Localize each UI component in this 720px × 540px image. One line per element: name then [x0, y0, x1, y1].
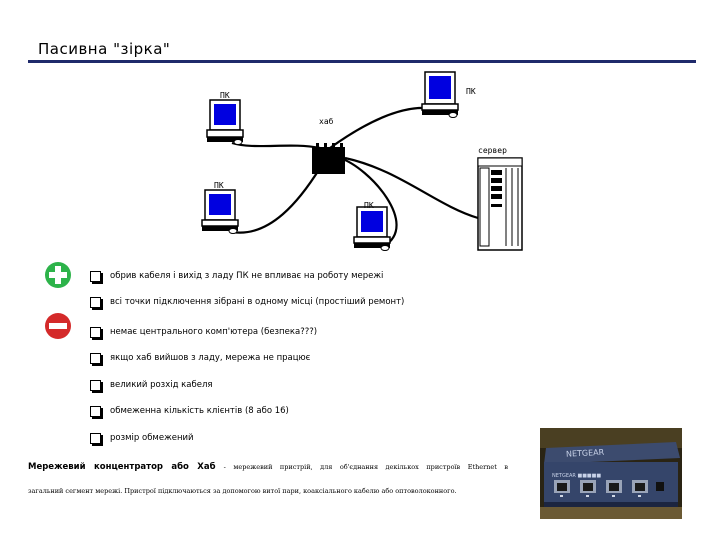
definition-text: - мережевий пристрій, для об'єднання дек…	[223, 463, 509, 471]
checkbox-icon	[90, 379, 101, 391]
pc-label: ПК	[364, 201, 374, 210]
computer-icon	[201, 189, 239, 234]
list-item: немає центрального комп'ютера (безпека??…	[90, 325, 317, 339]
computer-icon	[206, 99, 244, 145]
list-item: всі точки підключення зібрані в одному м…	[90, 295, 404, 309]
hub-photo: NETGEAR NETGEAR ■■■■■	[540, 428, 682, 519]
pc-label: ПК	[214, 181, 224, 190]
plus-icon	[45, 262, 71, 288]
cable-server	[344, 156, 479, 220]
list-item: великий розхід кабеля	[90, 378, 213, 392]
hub-definition: Мережевий концентратор або Хаб - мережев…	[28, 462, 508, 472]
computer-icon	[421, 71, 459, 118]
photo-device-label: NETGEAR ■■■■■	[552, 473, 601, 479]
pc-label: ПК	[466, 87, 476, 96]
cable-bottom-left	[231, 167, 321, 234]
cable-bottom-mid	[339, 156, 398, 247]
computer-icon	[353, 206, 391, 251]
list-item: обрив кабеля і вихід з ладу ПК не вплива…	[90, 269, 383, 283]
checkbox-icon	[90, 352, 101, 364]
cable-top-left	[231, 141, 321, 150]
definition-term: Мережевий концентратор або Хаб	[28, 462, 216, 472]
hub-icon	[312, 143, 345, 174]
definition-continuation: загальний сегмент мережі. Пристрої підкл…	[28, 487, 457, 495]
checkbox-icon	[90, 296, 101, 308]
pc-label: ПК	[220, 91, 230, 100]
server-icon	[477, 157, 523, 251]
photo-brand: NETGEAR	[566, 448, 605, 459]
title-divider	[28, 60, 696, 63]
checkbox-icon	[90, 432, 101, 444]
hub-label: хаб	[319, 117, 334, 126]
list-item: якщо хаб вийшов з ладу, мережа не працює	[90, 351, 310, 365]
checkbox-icon	[90, 326, 101, 338]
checkbox-icon	[90, 405, 101, 417]
page-title: Пасивна "зірка"	[38, 40, 171, 58]
list-item: розмір обмежений	[90, 431, 194, 445]
checkbox-icon	[90, 270, 101, 282]
minus-icon	[45, 313, 71, 339]
server-label: сервер	[478, 146, 507, 155]
list-item: обмеженна кількість клієнтів (8 або 16)	[90, 404, 289, 418]
